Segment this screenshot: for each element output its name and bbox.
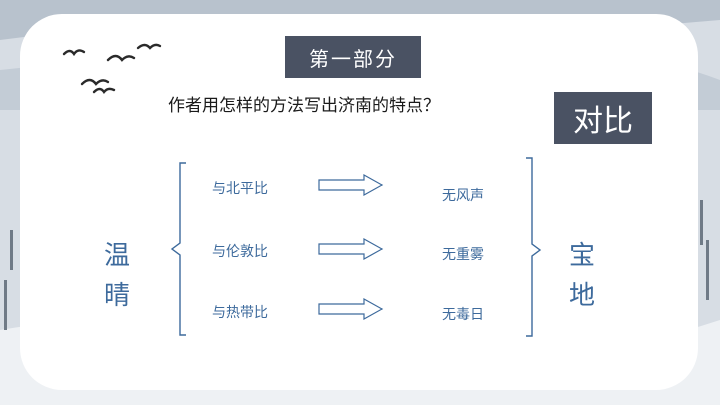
- right-brace: [526, 157, 542, 337]
- result-label-1: 无风声: [442, 188, 484, 204]
- compare-label-3: 与热带比: [212, 305, 268, 321]
- result-label-2: 无重雾: [442, 247, 484, 263]
- compare-label-2: 与伦敦比: [212, 244, 268, 260]
- arrow-right-icon: [318, 174, 384, 196]
- compare-label-1: 与北平比: [212, 181, 268, 197]
- result-label-3: 无毒日: [442, 307, 484, 323]
- right-summary-word: 宝 地: [565, 236, 599, 316]
- answer-text: 对比: [573, 104, 633, 139]
- question-text: 作者用怎样的方法写出济南的特点？: [168, 96, 440, 116]
- left-char-2: 晴: [103, 281, 130, 311]
- left-brace: [170, 162, 186, 336]
- arrow-right-icon: [318, 238, 384, 260]
- section-title-badge: 第一部分: [285, 36, 421, 78]
- right-char-2: 地: [568, 281, 595, 311]
- left-summary-word: 温 晴: [100, 236, 134, 316]
- right-char-1: 宝: [568, 241, 595, 271]
- section-title: 第一部分: [309, 46, 397, 71]
- flying-birds-icon: [62, 43, 162, 95]
- answer-badge: 对比: [554, 92, 652, 144]
- left-char-1: 温: [103, 241, 130, 271]
- arrow-right-icon: [318, 298, 384, 320]
